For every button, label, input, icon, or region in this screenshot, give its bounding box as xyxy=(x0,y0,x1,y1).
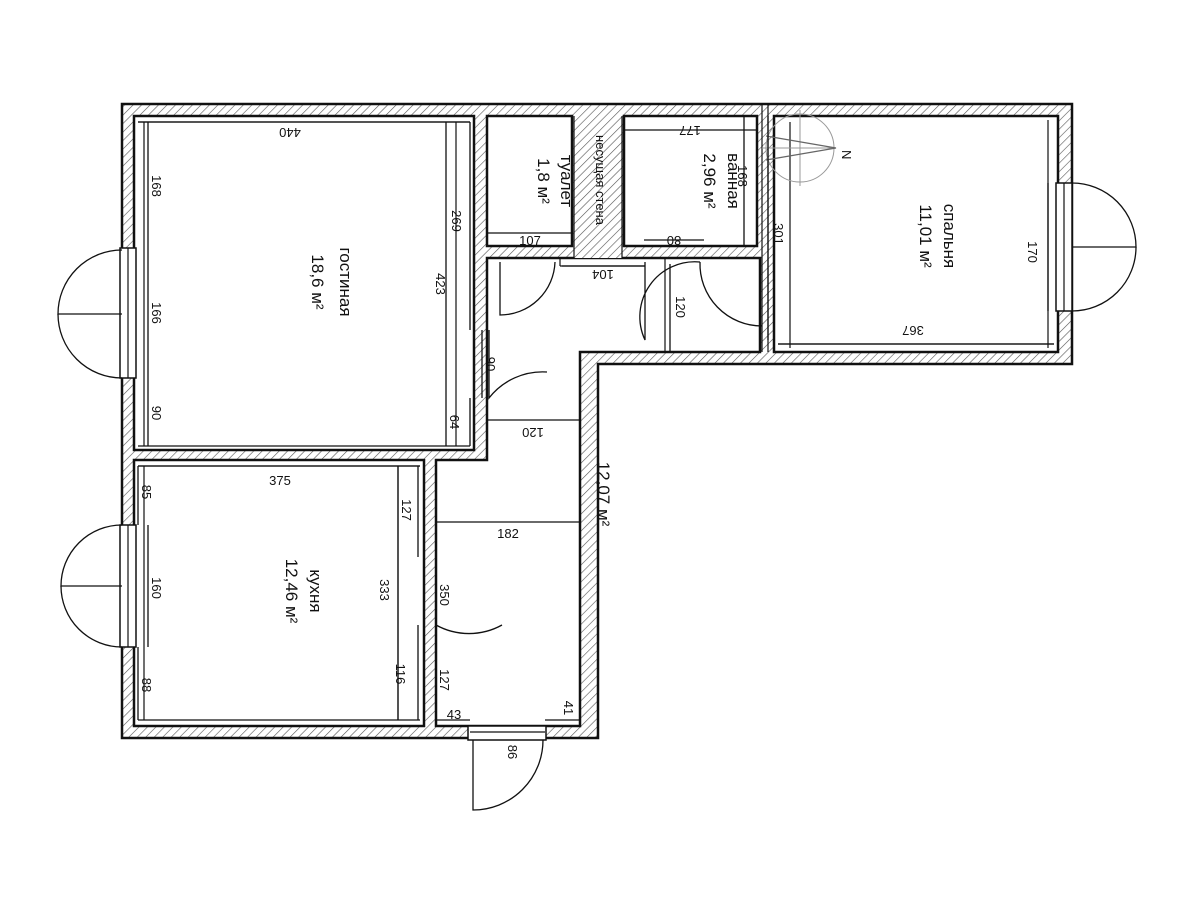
kitchen-room-name: кухня xyxy=(306,569,325,612)
bedroom-room xyxy=(772,114,1060,354)
kitchen-room xyxy=(132,458,426,728)
svg-text:N: N xyxy=(839,150,854,159)
toilet-room-area: 1,8 м² xyxy=(534,158,553,204)
dim-kitchen-bottom-left: 88 xyxy=(139,678,154,692)
dim-kitchen-door-wall: 350 xyxy=(437,584,452,606)
dim-hall-width: 120 xyxy=(522,425,544,440)
dim-kitchen-height: 333 xyxy=(377,579,392,601)
bath-room xyxy=(622,114,759,248)
dim-bedroom-width: 367 xyxy=(902,323,924,338)
dim-kitchen-top-left: 85 xyxy=(139,485,154,499)
dim-toilet-width: 107 xyxy=(519,233,541,248)
living-room-name: гостиная xyxy=(336,247,355,316)
dim-living-bottom-left: 90 xyxy=(149,406,164,420)
compass-icon: N xyxy=(762,110,854,186)
dim-living-height: 423 xyxy=(433,273,448,295)
dim-entry-door: 86 xyxy=(505,745,520,759)
kitchen-room-area: 12,46 м² xyxy=(282,559,301,624)
dim-kitchen-right-bottom: 116 xyxy=(393,664,408,685)
dim-bath-side: 168 xyxy=(735,165,750,187)
living-room xyxy=(132,114,476,452)
dim-bedroom-window: 170 xyxy=(1025,241,1040,263)
dim-living-width: 440 xyxy=(279,125,301,140)
dim-living-top-left: 168 xyxy=(149,175,164,197)
dim-hall-inner-width: 182 xyxy=(497,526,519,541)
dim-entry-left: 43 xyxy=(447,707,461,722)
wall-note: несущая стена xyxy=(593,135,608,226)
dim-kitchen-right-top: 127 xyxy=(399,499,414,521)
dim-living-right-top: 269 xyxy=(449,210,464,232)
dim-entry-right: 41 xyxy=(561,701,576,715)
bedroom-room-name: спальня xyxy=(940,204,959,269)
living-room-area: 18,6 м² xyxy=(308,254,327,309)
hall-room-area: 12,07 м² xyxy=(594,462,613,527)
dim-kitchen-window: 160 xyxy=(149,577,164,599)
bath-room-area: 2,96 м² xyxy=(700,153,719,208)
dim-bath-door: 80 xyxy=(667,233,681,248)
dim-bath-door-height: 120 xyxy=(673,296,688,318)
dim-hall-left-bottom: 127 xyxy=(437,669,452,691)
dim-bedroom-side: 301 xyxy=(771,223,786,245)
dim-hall-door: 90 xyxy=(483,357,498,371)
dim-living-window: 166 xyxy=(149,302,164,324)
bath-room-name: ванная xyxy=(724,153,743,209)
dim-corridor-width: 104 xyxy=(592,267,614,282)
toilet-room-name: туалет xyxy=(557,155,576,208)
dim-living-right-bottom: 64 xyxy=(447,415,462,429)
bedroom-room-area: 11,01 м² xyxy=(916,204,935,268)
toilet-room xyxy=(485,114,574,248)
dim-bath-width: 177 xyxy=(679,123,701,138)
dim-kitchen-width: 375 xyxy=(269,473,291,488)
